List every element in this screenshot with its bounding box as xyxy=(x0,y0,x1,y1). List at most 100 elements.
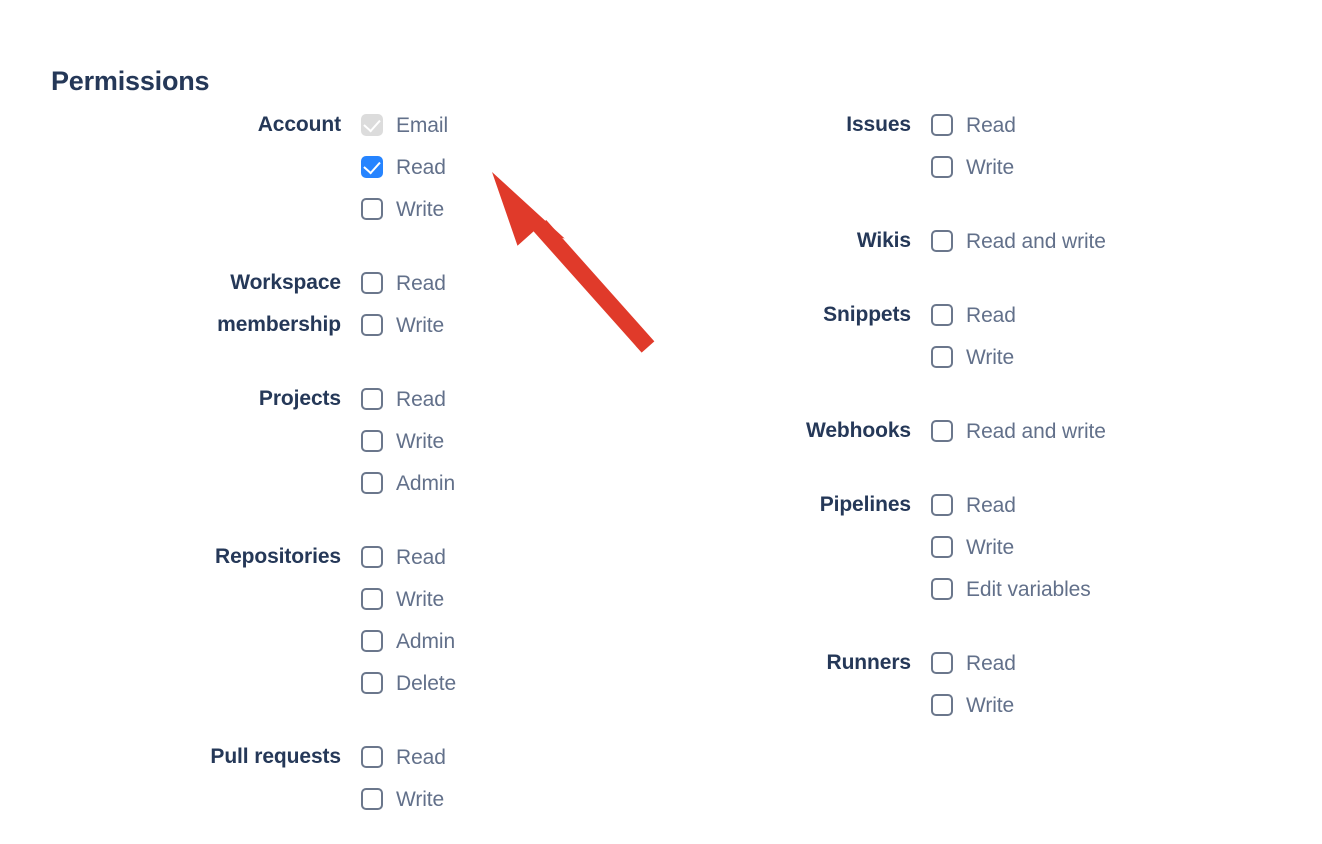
checkbox-pull-requests-read[interactable] xyxy=(361,746,383,768)
checkbox-snippets-read[interactable] xyxy=(931,304,953,326)
permission-group-label-line: Projects xyxy=(258,387,341,410)
permission-option-row[interactable]: Read xyxy=(361,736,560,778)
permission-option-label: Delete xyxy=(396,671,457,695)
permission-option-row[interactable]: Write xyxy=(361,188,560,230)
permission-option-list: Read and write xyxy=(931,410,1230,452)
checkbox-repositories-read[interactable] xyxy=(361,546,383,568)
permission-option-row[interactable]: Read xyxy=(931,484,1230,526)
checkbox-account-write[interactable] xyxy=(361,198,383,220)
permission-option-label: Read and write xyxy=(966,229,1106,253)
checkbox-workspace-membership-read[interactable] xyxy=(361,272,383,294)
permission-option-label: Read xyxy=(966,651,1016,675)
permission-option-row[interactable]: Read xyxy=(931,104,1230,146)
checkbox-issues-read[interactable] xyxy=(931,114,953,136)
permission-option-label: Write xyxy=(966,345,1015,369)
checkbox-wikis-read-and-write[interactable] xyxy=(931,230,953,252)
checkbox-workspace-membership-write[interactable] xyxy=(361,314,383,336)
permission-group-label-line: Account xyxy=(257,113,341,136)
permission-option-row[interactable]: Read and write xyxy=(931,410,1230,452)
permission-option-label: Write xyxy=(396,787,445,811)
permission-option-label: Read xyxy=(966,303,1016,327)
permission-group-label-line: Wikis xyxy=(856,229,911,252)
checkbox-pipelines-edit-variables[interactable] xyxy=(931,578,953,600)
checkbox-pipelines-write[interactable] xyxy=(931,536,953,558)
permission-option-row[interactable]: Write xyxy=(931,336,1230,378)
permission-option-label: Write xyxy=(966,155,1015,179)
permission-option-list: Read and write xyxy=(931,220,1230,262)
permission-option-label: Write xyxy=(396,313,445,337)
permission-option-row[interactable]: Read xyxy=(361,378,560,420)
permission-group-label-line: Issues xyxy=(846,113,911,136)
permission-group-label: Snippets xyxy=(610,294,931,336)
permission-option-row[interactable]: Write xyxy=(361,778,560,820)
permission-group-label-line: Workspace xyxy=(230,271,341,294)
permission-group-label: Account xyxy=(40,104,361,146)
permission-option-row[interactable]: Write xyxy=(361,304,560,346)
permission-option-row[interactable]: Read and write xyxy=(931,220,1230,262)
permission-option-label: Write xyxy=(396,587,445,611)
permission-option-row[interactable]: Admin xyxy=(361,462,560,504)
checkbox-webhooks-read-and-write[interactable] xyxy=(931,420,953,442)
checkbox-runners-write[interactable] xyxy=(931,694,953,716)
permission-group-label: Projects xyxy=(40,378,361,420)
permission-option-label: Read xyxy=(396,745,446,769)
check-icon xyxy=(363,156,381,175)
permission-option-row[interactable]: Admin xyxy=(361,620,560,662)
permission-group-label-line: membership xyxy=(217,313,341,336)
checkbox-repositories-write[interactable] xyxy=(361,588,383,610)
permission-option-label: Read xyxy=(396,271,446,295)
permission-option-row[interactable]: Write xyxy=(931,526,1230,568)
permission-group-label: Issues xyxy=(610,104,931,146)
permission-option-row[interactable]: Delete xyxy=(361,662,560,704)
permission-group-label-line: Repositories xyxy=(215,545,341,568)
permission-option-row[interactable]: Read xyxy=(361,262,560,304)
permission-option-row[interactable]: Read xyxy=(361,146,560,188)
checkbox-runners-read[interactable] xyxy=(931,652,953,674)
permission-option-label: Read xyxy=(396,155,446,179)
checkbox-account-read[interactable] xyxy=(361,156,383,178)
permission-group-label: Webhooks xyxy=(610,410,931,452)
permission-option-label: Read xyxy=(396,545,446,569)
permission-option-label: Write xyxy=(396,197,445,221)
permission-group-label-line: Pull requests xyxy=(210,745,341,768)
permission-option-row[interactable]: Write xyxy=(361,420,560,462)
checkbox-projects-read[interactable] xyxy=(361,388,383,410)
permission-group-label-line: Pipelines xyxy=(819,493,911,516)
permission-option-row[interactable]: Write xyxy=(361,578,560,620)
checkbox-pull-requests-write[interactable] xyxy=(361,788,383,810)
permission-option-row[interactable]: Email xyxy=(361,104,560,146)
permission-option-row[interactable]: Read xyxy=(931,294,1230,336)
permission-option-row[interactable]: Read xyxy=(361,536,560,578)
permission-option-label: Edit variables xyxy=(966,577,1091,601)
permission-option-label: Read xyxy=(966,113,1016,137)
permission-option-row[interactable]: Write xyxy=(931,684,1230,726)
checkbox-pipelines-read[interactable] xyxy=(931,494,953,516)
checkbox-projects-write[interactable] xyxy=(361,430,383,452)
permission-option-row[interactable]: Write xyxy=(931,146,1230,188)
checkbox-repositories-admin[interactable] xyxy=(361,630,383,652)
permission-group-label: Repositories xyxy=(40,536,361,578)
checkbox-repositories-delete[interactable] xyxy=(361,672,383,694)
permission-group-label: Wikis xyxy=(610,220,931,262)
permission-option-row[interactable]: Read xyxy=(931,642,1230,684)
permission-option-label: Email xyxy=(396,113,449,137)
checkbox-snippets-write[interactable] xyxy=(931,346,953,368)
permission-option-row[interactable]: Edit variables xyxy=(931,568,1230,610)
checkbox-projects-admin[interactable] xyxy=(361,472,383,494)
checkbox-issues-write[interactable] xyxy=(931,156,953,178)
